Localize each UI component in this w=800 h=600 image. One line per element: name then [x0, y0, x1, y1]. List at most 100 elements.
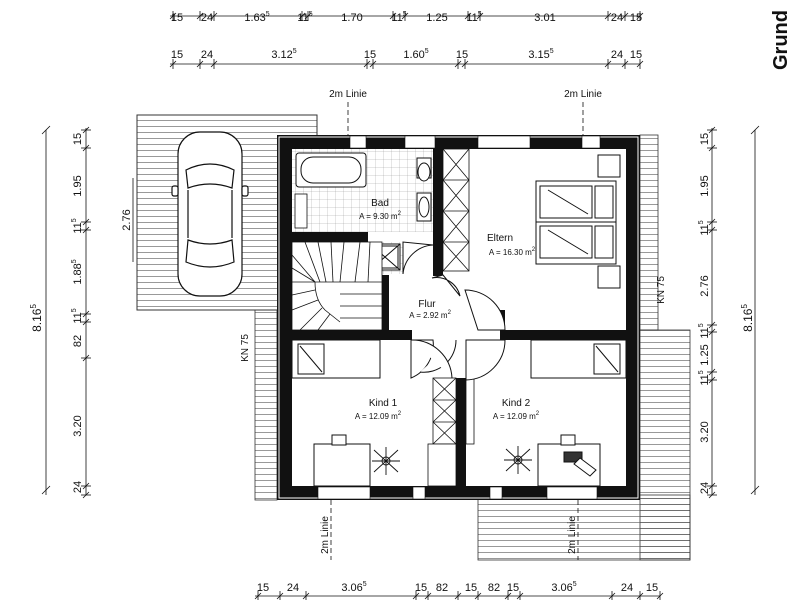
dimension-tick-slash	[476, 12, 484, 20]
dimension-tick-slash	[82, 310, 90, 318]
dim-top2-15a: 15	[171, 49, 183, 61]
dim-top2-15d: 15	[630, 49, 642, 61]
dim-top2-315: 3.155	[528, 48, 553, 61]
dimension-tick-slash	[389, 12, 397, 20]
dimension-tick-slash	[608, 592, 616, 600]
dimension-tick-slash	[708, 321, 716, 329]
dim-top2-24a: 24	[201, 49, 213, 61]
car-icon	[171, 131, 249, 297]
dim-bottom-15b: 15	[415, 582, 427, 594]
dimension-tick-slash	[424, 592, 432, 600]
dim-top1-163: 1.635	[244, 11, 269, 24]
dim-top1-11c: 115	[466, 11, 481, 24]
dim-left-15: 15	[72, 133, 84, 145]
room-eltern-name: Eltern	[487, 233, 513, 244]
dim-bottom-15a: 15	[257, 582, 269, 594]
dimension-tick-slash	[82, 226, 90, 234]
plan-title: Grund	[770, 10, 792, 70]
dim-right-125: 1.25	[699, 344, 711, 365]
dim-top2-160: 1.605	[403, 48, 428, 61]
dim-right-11a: 115	[698, 220, 711, 235]
dim-bottom-24b: 24	[621, 582, 633, 594]
room-kind2-area: A = 12.09 m2	[493, 411, 540, 421]
kn-label-right: KN 75	[656, 276, 667, 304]
dimension-tick-slash	[369, 60, 377, 68]
dim-top1-301: 3.01	[534, 12, 555, 24]
dimension-tick-slash	[210, 60, 218, 68]
dim-right-195: 1.95	[699, 175, 711, 196]
dim-left-11b: 115	[71, 308, 84, 323]
dimension-tick-slash	[169, 60, 177, 68]
dimension-tick-slash	[82, 144, 90, 152]
room-bad-area: A = 9.30 m2	[359, 211, 401, 221]
dimension-line-top-2	[169, 59, 644, 69]
dimension-tick-slash	[454, 592, 462, 600]
dimension-tick-slash	[276, 592, 284, 600]
dimension-tick-slash	[636, 592, 644, 600]
dimension-tick-slash	[196, 60, 204, 68]
dimension-tick-slash	[196, 12, 204, 20]
dim-left-320: 3.20	[72, 415, 84, 436]
dimension-tick-slash	[298, 12, 306, 20]
room-bad-name: Bad	[371, 198, 389, 209]
dimension-tick-slash	[304, 12, 312, 20]
room-kind2-name: Kind 2	[502, 398, 531, 409]
dim-top1-170: 1.70	[341, 12, 362, 24]
dimension-tick-slash	[656, 592, 664, 600]
dimension-tick-slash	[708, 126, 716, 134]
dim-top1-125: 1.25	[426, 12, 447, 24]
dimension-line-left-detail	[81, 126, 91, 499]
dim-right-15: 15	[699, 133, 711, 145]
dimension-tick-slash	[708, 491, 716, 499]
dimension-tick-slash	[454, 60, 462, 68]
dim-top2-312: 3.125	[271, 48, 296, 61]
dim-bottom-15e: 15	[646, 582, 658, 594]
two-m-label-top-right: 2m Linie	[564, 89, 602, 100]
dim-right-total: 8.165	[740, 304, 755, 332]
dim-carport: 2.76	[121, 209, 133, 230]
dim-bottom-15d: 15	[507, 582, 519, 594]
room-flur-name: Flur	[418, 299, 436, 310]
doors	[402, 241, 506, 381]
desk-kind1-icon	[313, 434, 371, 487]
dimension-tick-slash	[82, 318, 90, 326]
room-eltern-area: A = 16.30 m2	[489, 247, 536, 257]
two-m-label-top-left: 2m Linie	[329, 89, 367, 100]
dimension-line-right-detail	[707, 126, 717, 499]
dimension-line-top-1	[169, 11, 644, 21]
dimension-tick-slash	[708, 376, 716, 384]
dimension-tick-slash	[461, 60, 469, 68]
dim-left-total: 8.165	[29, 304, 44, 332]
bed-kind1-icon	[291, 339, 381, 379]
room-kind1-name: Kind 1	[369, 398, 398, 409]
double-bed-icon	[535, 154, 621, 289]
dim-left-82: 82	[72, 335, 84, 347]
dim-right-320: 3.20	[699, 421, 711, 442]
dimension-tick-slash	[82, 491, 90, 499]
balcony-bottom	[477, 494, 691, 561]
dim-left-195: 1.95	[72, 175, 84, 196]
dimension-tick-slash	[82, 354, 90, 362]
plant-kind1-icon	[372, 447, 400, 475]
dimension-tick-slash	[708, 144, 716, 152]
toilet-icon	[416, 157, 432, 182]
dimension-line-left-total	[41, 125, 51, 495]
sink-icon	[416, 192, 432, 222]
dimension-tick-slash	[210, 12, 218, 20]
dim-bottom-306b: 3.065	[551, 581, 576, 594]
two-m-label-bottom-right: 2m Linie	[567, 516, 578, 554]
dimension-tick-slash	[82, 126, 90, 134]
dimension-tick-slash	[708, 482, 716, 490]
room-kind1-area: A = 12.09 m2	[355, 411, 402, 421]
dimension-tick-slash	[708, 218, 716, 226]
dimension-tick-slash	[82, 218, 90, 226]
dimension-tick-slash	[708, 328, 716, 336]
dimension-tick-slash	[621, 12, 629, 20]
dim-top1-24b: 24	[611, 12, 623, 24]
bathtub-icon	[295, 152, 367, 188]
dimension-tick-slash	[82, 482, 90, 490]
dimension-tick-slash	[604, 12, 612, 20]
dim-bottom-15c: 15	[465, 582, 477, 594]
towel-rack-icon	[294, 193, 308, 229]
dimension-tick-slash	[363, 60, 371, 68]
